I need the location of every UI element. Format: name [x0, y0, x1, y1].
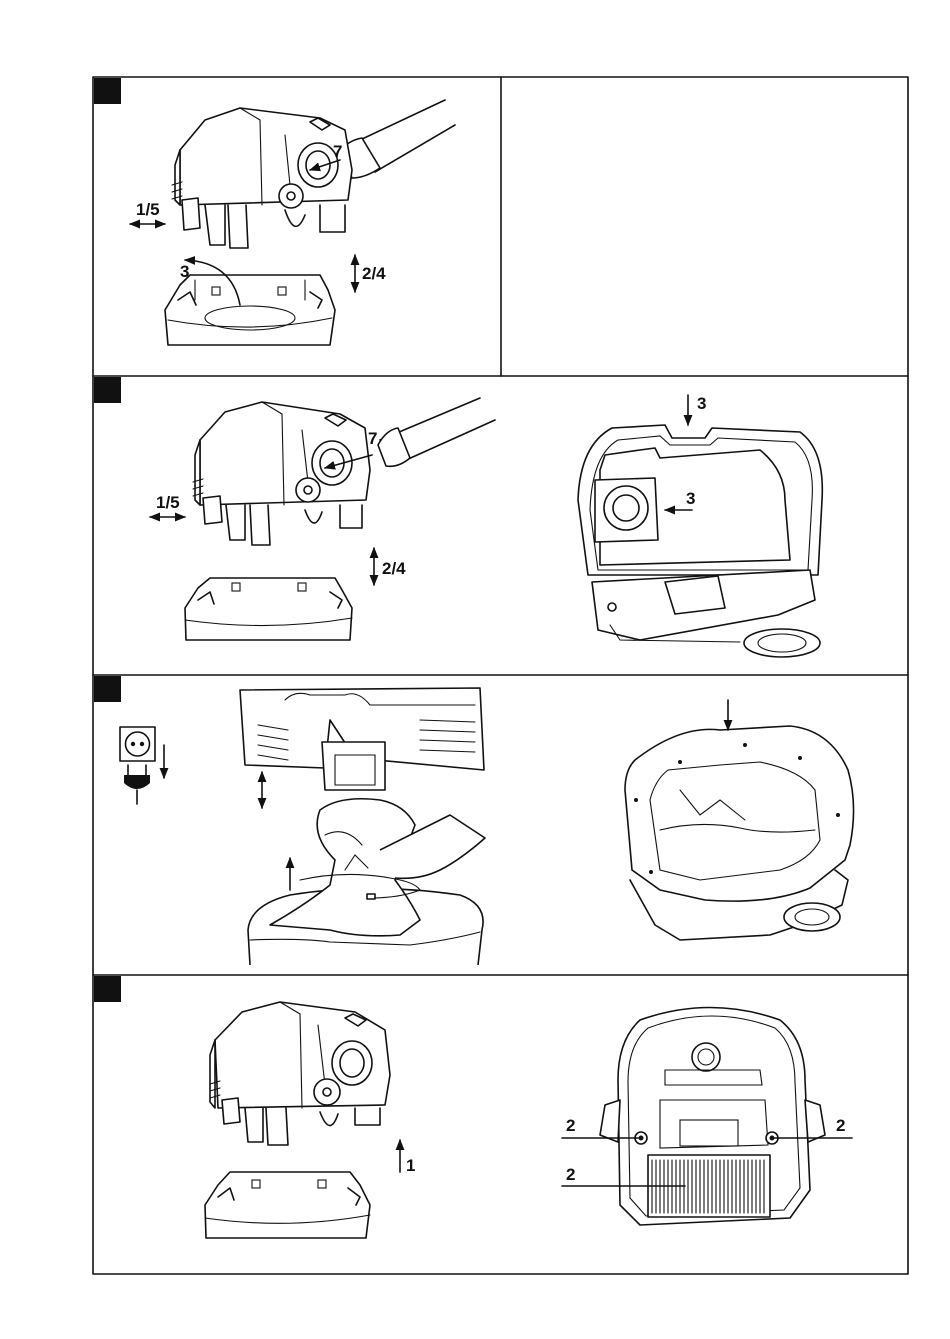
socket-icon: [120, 727, 155, 761]
label-2-4: 2/4: [362, 264, 386, 283]
label-2-4: 2/4: [382, 559, 406, 578]
label-3: 3: [697, 394, 706, 413]
label-1-5: 1/5: [136, 200, 160, 219]
label-3: 3: [180, 262, 189, 281]
step-1-head-illustration: [165, 100, 455, 345]
label-1-5: 1/5: [156, 493, 180, 512]
label-2: 2: [566, 1116, 575, 1135]
step-2-head-illustration: [185, 398, 495, 640]
step-marker-2: [94, 377, 121, 403]
step-marker-1: [94, 78, 121, 104]
step-3-bag-full-illustration: [625, 726, 854, 940]
label-7: 7: [368, 429, 377, 448]
plug-icon: [124, 765, 150, 804]
step-3-arrows: [262, 772, 290, 890]
label-7: 7: [333, 142, 342, 161]
step-4-filter-illustration: [600, 1008, 825, 1226]
label-3: 3: [686, 489, 695, 508]
label-1: 1: [406, 1156, 415, 1175]
step-4-head-illustration: [205, 1002, 390, 1238]
label-2: 2: [836, 1116, 845, 1135]
step-marker-3: [94, 676, 121, 702]
step-3-bag-removal-illustration: [240, 688, 485, 965]
step-marker-4: [94, 976, 121, 1002]
step-markers: [94, 78, 121, 1002]
step-2-bag-illustration: [578, 425, 822, 657]
label-2: 2: [566, 1165, 575, 1184]
